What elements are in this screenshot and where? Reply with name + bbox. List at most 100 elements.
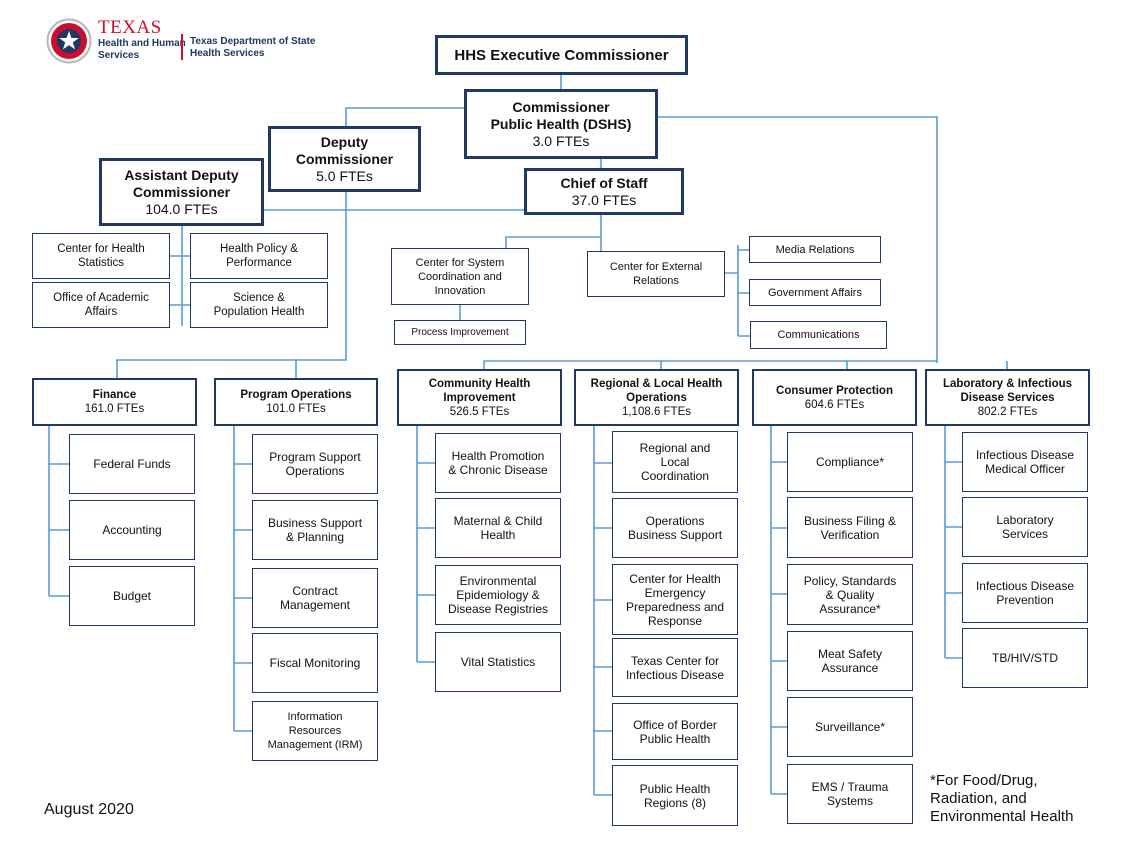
unit-health-policy-performance: Health Policy & Performance	[190, 233, 328, 279]
unit-label-line2: Business Support	[627, 528, 723, 542]
logo-divider	[181, 34, 183, 60]
division-ftes: 802.2 FTEs	[977, 405, 1038, 418]
unit-label-line1: Maternal & Child	[453, 514, 543, 528]
connector-deputy-finance	[116, 191, 347, 378]
unit-label-line3: Disease Registries	[447, 602, 549, 616]
connector-commissioner-lab	[658, 116, 938, 363]
unit-label-line2: Local	[660, 455, 690, 469]
unit-label-line1: Center for External	[609, 261, 703, 273]
unit-label-line1: Public Health	[639, 781, 711, 796]
unit-compliance: Compliance*	[787, 432, 913, 492]
box-title-line1: Assistant Deputy	[124, 166, 239, 183]
logo-hhs-line2: Services	[98, 50, 140, 61]
footnote-line3: Environmental Health	[930, 808, 1074, 825]
division-title-line1: Community Health	[428, 377, 531, 390]
unit-label: Government Affairs	[768, 286, 862, 299]
unit-label-line2: Health	[480, 528, 516, 542]
box-ftes: 37.0 FTEs	[571, 191, 637, 208]
unit-federal-funds: Federal Funds	[69, 434, 195, 494]
unit-process-improvement: Process Improvement	[394, 320, 526, 345]
connector-consumer-units	[770, 426, 787, 795]
unit-label-line1: Business Support	[267, 516, 363, 530]
unit-label: Federal Funds	[93, 457, 171, 471]
box-title: HHS Executive Commissioner	[454, 46, 669, 64]
unit-label-line1: Center for Health	[629, 571, 721, 586]
unit-label: Compliance*	[815, 455, 885, 469]
unit-label-line2: Performance	[226, 257, 292, 269]
unit-label-line2: Systems	[826, 794, 873, 808]
unit-business-support-planning: Business Support & Planning	[252, 500, 378, 560]
unit-center-for-health-emergency-preparedness: Center for Health Emergency Preparedness…	[612, 564, 738, 635]
logo-dshs-line1: Texas Department of State	[190, 36, 316, 47]
unit-label-line1: Center for Health	[57, 243, 145, 255]
unit-label-line2: Regions (8)	[643, 795, 707, 810]
division-community-health-improvement: Community Health Improvement 526.5 FTEs	[397, 369, 562, 426]
unit-label-line1: Science &	[233, 292, 285, 304]
unit-label-line1: Texas Center for	[630, 653, 720, 668]
unit-label-line1: Business Filing &	[803, 513, 897, 528]
unit-operations-business-support: Operations Business Support	[612, 498, 738, 558]
unit-label-line1: Infectious Disease	[975, 448, 1075, 462]
division-consumer-protection: Consumer Protection 604.6 FTEs	[752, 369, 917, 426]
division-title-line2: Operations	[626, 391, 687, 404]
unit-laboratory-services: Laboratory Services	[962, 497, 1088, 557]
unit-science-population-health: Science & Population Health	[190, 282, 328, 328]
unit-ems-trauma-systems: EMS / Trauma Systems	[787, 764, 913, 824]
unit-government-affairs: Government Affairs	[749, 279, 881, 306]
unit-label-line2: Relations	[633, 275, 679, 287]
unit-label-line1: Laboratory	[996, 513, 1054, 527]
unit-accounting: Accounting	[69, 500, 195, 560]
unit-information-resources-management: Information Resources Management (IRM)	[252, 701, 378, 761]
unit-label-line2: Medical Officer	[985, 462, 1065, 476]
unit-communications: Communications	[750, 321, 887, 349]
unit-label-line1: Infectious Disease	[975, 579, 1075, 593]
connector-regional-units	[593, 426, 612, 796]
unit-health-promotion-chronic-disease: Health Promotion & Chronic Disease	[435, 433, 561, 493]
unit-label-line2: Coordination and	[418, 270, 502, 283]
unit-label-line2: Infectious Disease	[625, 667, 725, 682]
division-ftes: 1,108.6 FTEs	[621, 405, 692, 418]
unit-office-of-border-public-health: Office of Border Public Health	[612, 703, 738, 760]
unit-label: TB/HIV/STD	[991, 651, 1058, 665]
unit-label-line1: Health Promotion	[451, 449, 545, 463]
logo-hhs-line1: Health and Human	[98, 38, 186, 49]
unit-label-line2: Prevention	[996, 593, 1054, 607]
unit-label-line1: Policy, Standards	[803, 573, 897, 588]
logo-dshs-line2: Health Services	[190, 48, 265, 59]
unit-label-line2: Resources	[288, 725, 342, 737]
unit-label-line2: & Chronic Disease	[448, 463, 548, 477]
unit-label: Communications	[777, 329, 860, 341]
division-ftes: 604.6 FTEs	[804, 398, 865, 411]
unit-infectious-disease-medical-officer: Infectious Disease Medical Officer	[962, 432, 1088, 492]
unit-policy-standards-quality-assurance: Policy, Standards & Quality Assurance*	[787, 564, 913, 625]
unit-budget: Budget	[69, 566, 195, 626]
unit-label-line2: Epidemiology &	[456, 588, 540, 602]
unit-label-line1: Office of Academic	[53, 292, 149, 304]
unit-label-line2: & Planning	[285, 530, 345, 544]
unit-program-support-operations: Program Support Operations	[252, 434, 378, 494]
division-title-line1: Regional & Local Health	[590, 377, 723, 390]
division-title: Program Operations	[240, 389, 352, 401]
unit-public-health-regions: Public Health Regions (8)	[612, 765, 738, 826]
division-ftes: 526.5 FTEs	[449, 405, 510, 418]
unit-label-line2: Operations	[285, 464, 345, 478]
unit-label-line1: Center for System	[415, 256, 505, 269]
unit-tb-hiv-std: TB/HIV/STD	[962, 628, 1088, 688]
division-finance: Finance 161.0 FTEs	[32, 378, 197, 426]
footnote-line1: *For Food/Drug,	[930, 772, 1038, 789]
connector-community-units	[416, 426, 435, 663]
connector-finance-units	[48, 426, 69, 597]
unit-label: Fiscal Monitoring	[269, 656, 361, 670]
unit-surveillance: Surveillance*	[787, 697, 913, 757]
unit-media-relations: Media Relations	[749, 236, 881, 263]
unit-label-line2: Management	[279, 598, 351, 612]
connector-lab-units	[944, 426, 962, 659]
connector-chief-system	[505, 214, 602, 248]
unit-center-for-system-coordination: Center for System Coordination and Innov…	[391, 248, 529, 305]
unit-infectious-disease-prevention: Infectious Disease Prevention	[962, 563, 1088, 623]
footnote-line2: Radiation, and	[930, 790, 1027, 807]
unit-label: Vital Statistics	[460, 655, 536, 669]
unit-label-line2: Affairs	[84, 306, 118, 318]
